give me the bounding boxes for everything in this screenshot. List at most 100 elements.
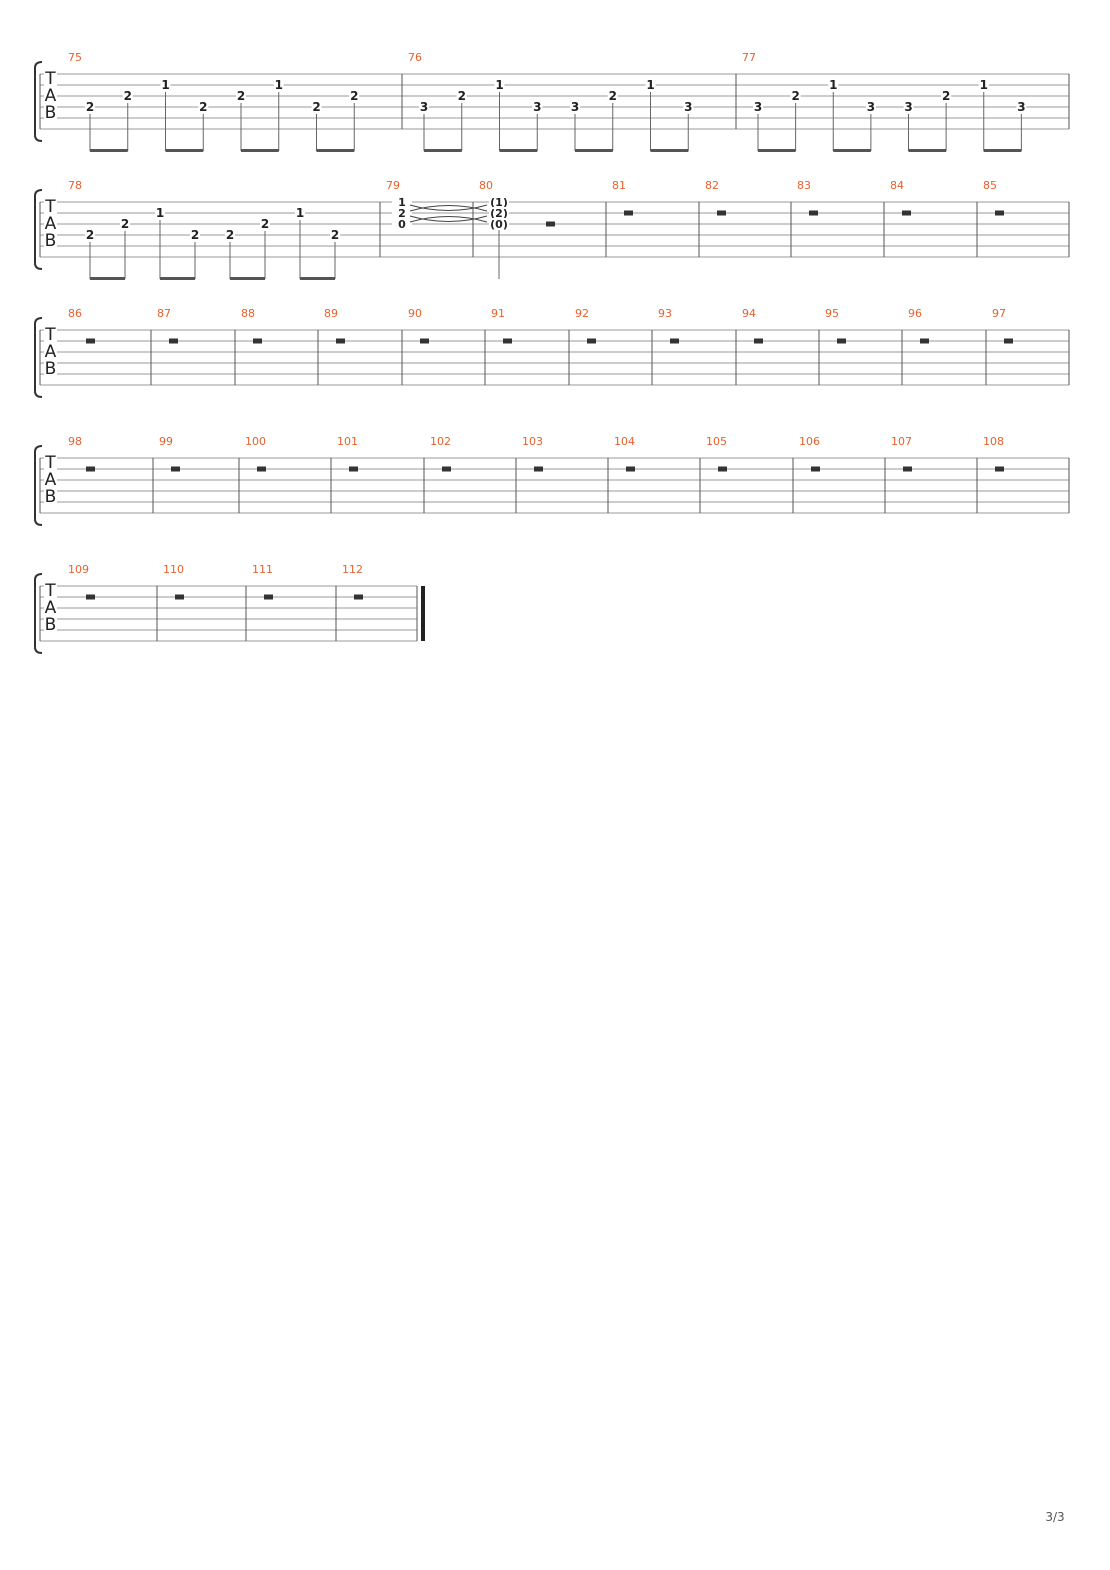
measure-number: 106 xyxy=(799,435,820,448)
measure-number: 83 xyxy=(797,179,811,192)
tab-clef-backing xyxy=(44,472,57,487)
fret-number: 2 xyxy=(458,89,466,103)
measure-number: 93 xyxy=(658,307,672,320)
note-beam xyxy=(758,149,796,152)
note-beam xyxy=(241,149,279,152)
note-backing xyxy=(392,196,412,207)
rest-mark xyxy=(670,338,679,344)
rest-mark xyxy=(920,338,929,344)
rest-mark xyxy=(903,466,912,472)
measure-number: 89 xyxy=(324,307,338,320)
measure-number: 81 xyxy=(612,179,626,192)
fret-number: 2 xyxy=(86,100,94,114)
fret-number: 2 xyxy=(312,100,320,114)
tab-clef-backing xyxy=(44,199,57,214)
tab-clef-letter: T xyxy=(44,581,56,601)
measure-number: 105 xyxy=(706,435,727,448)
note-backing xyxy=(120,217,130,230)
note-backing xyxy=(489,196,509,207)
note-backing xyxy=(392,207,412,218)
rest-mark xyxy=(420,338,429,344)
rest-mark xyxy=(175,594,184,600)
note-backing xyxy=(236,89,246,102)
tab-clef-backing xyxy=(44,327,57,342)
measure-number: 77 xyxy=(742,51,756,64)
tab-clef-letter: B xyxy=(45,359,57,379)
rest-mark xyxy=(718,466,727,472)
fret-number: 2 xyxy=(124,89,132,103)
rest-mark xyxy=(534,466,543,472)
fret-number: 1 xyxy=(829,78,837,92)
fret-number: 2 xyxy=(350,89,358,103)
note-backing xyxy=(1016,100,1027,113)
note-beam xyxy=(300,277,335,280)
tab-clef-letter: B xyxy=(45,487,57,507)
measure-number: 101 xyxy=(337,435,358,448)
system-bracket xyxy=(34,317,43,398)
measure-number: 102 xyxy=(430,435,451,448)
rest-mark xyxy=(503,338,512,344)
rest-mark xyxy=(86,466,95,472)
note-beam xyxy=(499,149,538,152)
note-backing xyxy=(122,89,133,102)
measure-number: 94 xyxy=(742,307,756,320)
fret-number: 3 xyxy=(420,100,428,114)
note-backing xyxy=(607,89,618,102)
note-backing xyxy=(532,100,543,113)
fret-number: 1 xyxy=(398,196,406,209)
note-backing xyxy=(392,218,412,229)
tab-clef-letter: A xyxy=(45,86,57,106)
measure-number: 95 xyxy=(825,307,839,320)
tab-clef-letter: T xyxy=(44,453,56,473)
final-barline xyxy=(421,586,425,641)
note-beam xyxy=(165,149,204,152)
note-backing xyxy=(978,78,989,91)
fret-number: 1 xyxy=(161,78,169,92)
rest-mark xyxy=(1004,338,1013,344)
note-backing xyxy=(753,100,763,113)
fret-number: 1 xyxy=(275,78,283,92)
fret-number: 3 xyxy=(533,100,541,114)
tab-clef-letter: T xyxy=(44,325,56,345)
note-backing xyxy=(190,228,200,241)
note-backing xyxy=(489,218,509,229)
fret-number: 3 xyxy=(1017,100,1025,114)
rest-mark xyxy=(354,594,363,600)
fret-number: (0) xyxy=(490,218,508,231)
note-backing xyxy=(85,100,95,113)
note-backing xyxy=(160,78,171,91)
note-beam xyxy=(650,149,689,152)
note-backing xyxy=(683,100,694,113)
measure-number: 79 xyxy=(386,179,400,192)
tie-arc xyxy=(409,216,488,223)
tie-arc xyxy=(409,215,488,222)
fret-number: 1 xyxy=(156,206,164,220)
fret-number: 1 xyxy=(495,78,503,92)
tab-clef-backing xyxy=(44,600,57,615)
note-backing xyxy=(349,89,360,102)
measure-number: 98 xyxy=(68,435,82,448)
page-number: 3/3 xyxy=(1045,1510,1065,1524)
note-backing xyxy=(295,206,305,219)
system-bracket xyxy=(34,61,43,142)
tab-clef-backing xyxy=(44,71,57,86)
tie-arc xyxy=(409,205,488,212)
system-bracket xyxy=(34,573,43,654)
note-backing xyxy=(570,100,580,113)
fret-number: 3 xyxy=(684,100,692,114)
tab-clef-letter: B xyxy=(45,103,57,123)
tab-clef-backing xyxy=(44,617,57,632)
measure-number: 107 xyxy=(891,435,912,448)
measure-number: 103 xyxy=(522,435,543,448)
measure-number: 109 xyxy=(68,563,89,576)
rest-mark xyxy=(442,466,451,472)
measure-number: 87 xyxy=(157,307,171,320)
measure-number: 111 xyxy=(252,563,273,576)
measure-number: 80 xyxy=(479,179,493,192)
rest-mark xyxy=(264,594,273,600)
note-beam xyxy=(230,277,265,280)
rest-mark xyxy=(811,466,820,472)
rest-mark xyxy=(169,338,178,344)
fret-number: 2 xyxy=(331,228,339,242)
